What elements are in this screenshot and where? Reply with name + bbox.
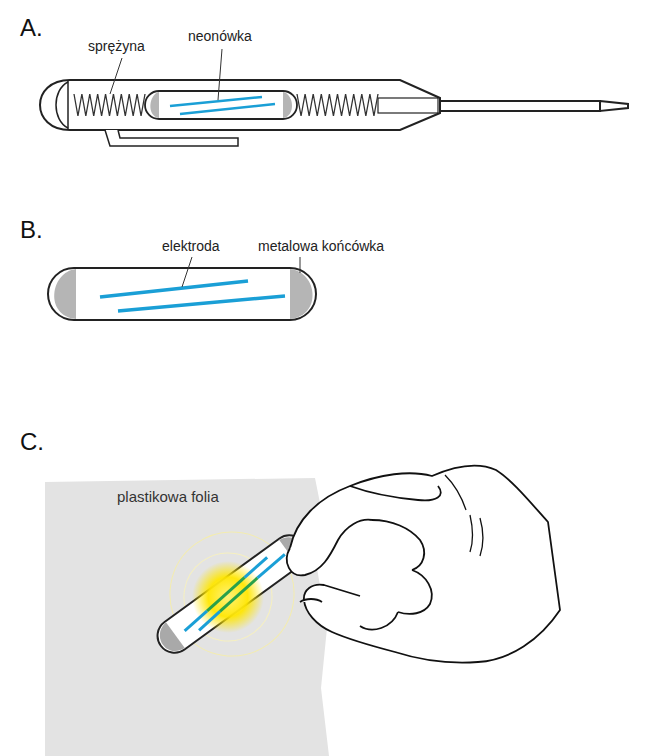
neon-tube xyxy=(48,268,316,320)
part-label: elektroda xyxy=(162,238,220,255)
leader-line xyxy=(110,49,222,100)
part-label: metalowa końcówka xyxy=(258,238,384,255)
part-label: sprężyna xyxy=(88,38,145,55)
panel-letter: A. xyxy=(20,14,43,43)
part-label: neonówka xyxy=(188,28,252,45)
hand xyxy=(287,466,560,663)
panel-letter: B. xyxy=(20,216,43,245)
panel-letter: C. xyxy=(20,428,44,457)
foil-label: plastikowa folia xyxy=(45,478,343,505)
tester-body xyxy=(40,80,628,146)
spring xyxy=(297,94,378,116)
spring xyxy=(74,94,145,116)
neon-tube xyxy=(145,91,297,119)
foil-shape xyxy=(45,478,329,756)
leader-line xyxy=(182,257,300,287)
